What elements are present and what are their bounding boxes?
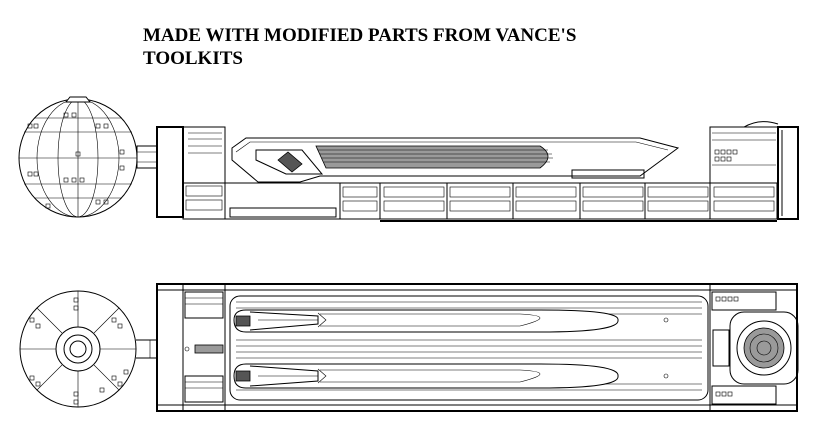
caption: MADE WITH MODIFIED PARTS FROM VANCE'S TO… [143,24,663,70]
side-neck [136,145,158,169]
top-bay-deck [229,295,709,401]
side-hull [156,126,778,222]
side-aft-section [709,121,799,220]
upper-nacelle [233,309,669,333]
side-view [18,96,799,222]
caption-line-2: TOOLKITS [143,48,243,69]
side-bay [231,137,680,183]
top-view [19,283,799,412]
deflector-dish [729,311,799,385]
top-sphere [19,290,137,408]
top-neck [136,339,158,359]
lower-nacelle [233,363,669,389]
side-sphere [18,96,138,218]
caption-line-1: MADE WITH MODIFIED PARTS FROM VANCE'S [143,25,577,46]
top-aft-section [709,284,799,411]
top-hull [156,283,798,412]
